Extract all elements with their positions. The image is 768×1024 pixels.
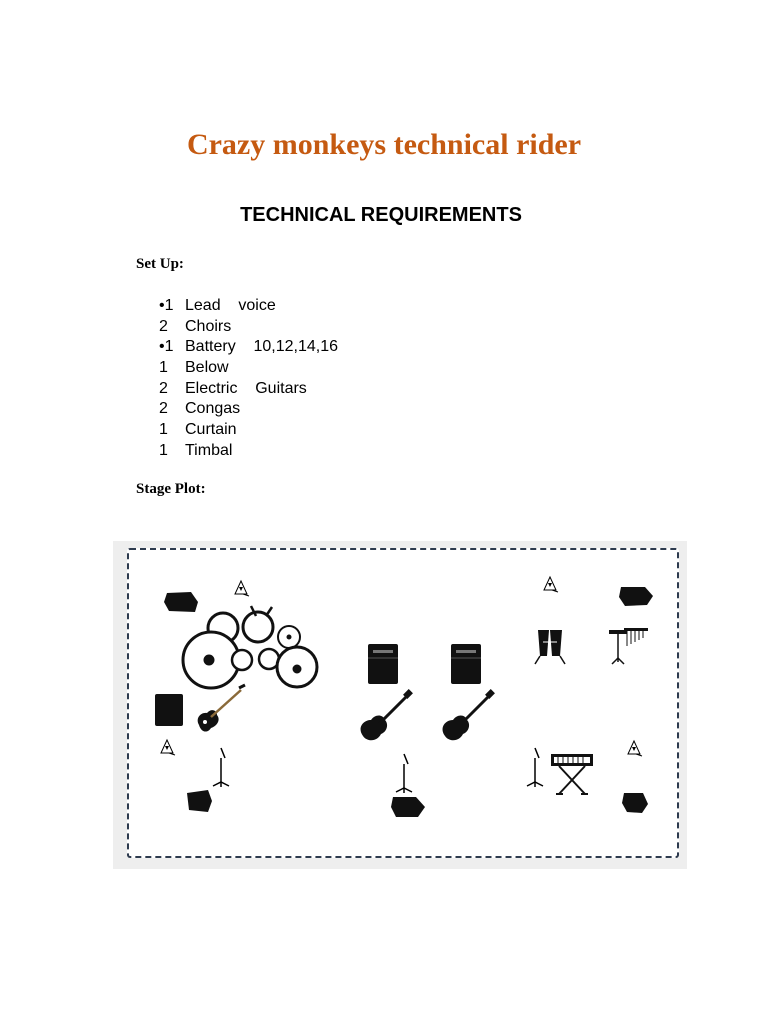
floor-monitor-icon bbox=[187, 790, 212, 812]
mic-stand-icon bbox=[526, 747, 544, 788]
drum-kit-icon bbox=[181, 605, 319, 690]
setup-label: Set Up: bbox=[136, 256, 184, 272]
item-quantity: 2 bbox=[159, 379, 168, 397]
bass-guitar-icon bbox=[197, 683, 246, 732]
item-quantity: 1 bbox=[159, 359, 168, 377]
list-item: 1 Below bbox=[159, 358, 338, 379]
floor-monitor-icon bbox=[622, 793, 648, 813]
section-heading-technical-requirements: TECHNICAL REQUIREMENTS bbox=[240, 204, 522, 226]
power-outlet-icon bbox=[160, 739, 176, 756]
floor-monitor-icon bbox=[619, 587, 653, 606]
guitar-amp-icon bbox=[367, 643, 399, 685]
document-title: Crazy monkeys technical rider bbox=[186, 128, 582, 161]
list-item: •1 Lead voice bbox=[159, 296, 338, 317]
electric-guitar-icon bbox=[359, 687, 415, 742]
electric-guitar-icon bbox=[441, 687, 497, 742]
item-quantity: 2 bbox=[159, 317, 168, 335]
item-quantity: •1 bbox=[159, 297, 174, 314]
stage-plot-drawing bbox=[155, 576, 653, 817]
list-item: 2 Electric Guitars bbox=[159, 379, 338, 400]
floor-monitor-icon bbox=[164, 592, 198, 612]
list-item: 2 Congas bbox=[159, 399, 338, 420]
item-name: Timbal bbox=[185, 441, 233, 459]
guitar-amp-icon bbox=[450, 643, 482, 685]
item-quantity: 1 bbox=[159, 421, 168, 439]
item-name: Electric Guitars bbox=[185, 379, 307, 397]
stage-plot-label: Stage Plot: bbox=[136, 481, 206, 497]
item-name: Below bbox=[185, 359, 229, 377]
mic-stand-icon bbox=[395, 753, 413, 794]
power-outlet-icon bbox=[543, 576, 559, 593]
item-name: Choirs bbox=[185, 317, 232, 335]
item-name: Battery 10,12,14,16 bbox=[185, 338, 338, 356]
congas-icon bbox=[534, 630, 566, 665]
timbal-icon bbox=[609, 628, 648, 665]
stage-plot bbox=[127, 548, 679, 858]
list-item: 1 Timbal bbox=[159, 441, 338, 462]
keyboard-icon bbox=[551, 754, 593, 795]
list-item: •1 Battery 10,12,14,16 bbox=[159, 337, 338, 358]
power-outlet-icon bbox=[627, 740, 643, 757]
item-quantity: 1 bbox=[159, 441, 168, 459]
stage-plot-frame bbox=[113, 541, 687, 869]
list-item: 2 Choirs bbox=[159, 317, 338, 338]
item-quantity: •1 bbox=[159, 338, 174, 356]
bass-amp-icon bbox=[155, 694, 183, 726]
mic-stand-icon bbox=[212, 747, 230, 788]
list-item: 1 Curtain bbox=[159, 420, 338, 441]
item-name: Congas bbox=[185, 400, 241, 418]
power-outlet-icon bbox=[234, 580, 250, 597]
item-name: Lead voice bbox=[185, 297, 276, 314]
floor-monitor-icon bbox=[391, 797, 425, 817]
item-name: Curtain bbox=[185, 421, 237, 439]
item-quantity: 2 bbox=[159, 400, 168, 418]
